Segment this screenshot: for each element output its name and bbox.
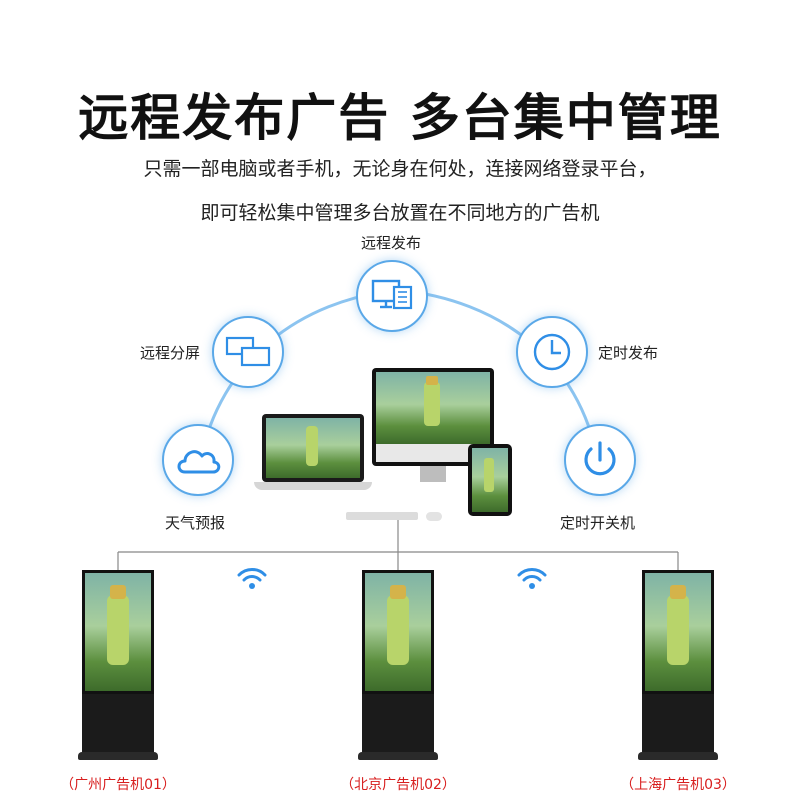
power-icon <box>584 441 616 476</box>
kiosk-machine-1 <box>78 570 158 762</box>
laptop-base <box>254 482 372 490</box>
feature-label-remote-split: 远程分屏 <box>140 344 201 362</box>
feature-label-scheduled-power: 定时开关机 <box>560 514 636 532</box>
desktop-monitor <box>372 368 494 466</box>
tablet <box>468 444 512 516</box>
feature-scheduled-power <box>564 424 636 496</box>
keyboard <box>346 512 418 520</box>
wifi-icon <box>237 568 267 589</box>
subtitle-line-1: 只需一部电脑或者手机，无论身在何处，连接网络登录平台， <box>143 158 657 180</box>
feature-weather-forecast <box>162 424 234 496</box>
laptop <box>262 414 364 482</box>
feature-scheduled-publish <box>516 316 588 388</box>
wifi-icon <box>517 568 547 589</box>
feature-label-remote-publish: 远程发布 <box>361 234 422 252</box>
feature-label-scheduled-publish: 定时发布 <box>598 344 659 362</box>
kiosk-machine-3 <box>638 570 718 762</box>
machine-label-2: （北京广告机02） <box>340 777 456 793</box>
mouse <box>426 512 442 521</box>
cloud-icon <box>177 450 221 474</box>
feature-label-weather: 天气预报 <box>165 514 226 532</box>
monitor-document-icon <box>371 279 413 310</box>
subtitle-line-2: 即可轻松集中管理多台放置在不同地方的广告机 <box>200 202 600 224</box>
feature-remote-split-screen <box>212 316 284 388</box>
split-screen-icon <box>225 336 271 367</box>
feature-remote-publish <box>356 260 428 332</box>
machine-label-3: （上海广告机03） <box>620 777 736 793</box>
monitor-stand <box>420 466 446 482</box>
device-group <box>254 368 522 528</box>
clock-icon <box>533 333 571 371</box>
machine-label-1: （广州广告机01） <box>60 777 176 793</box>
page-title: 远程发布广告 多台集中管理 <box>78 89 722 147</box>
kiosk-machine-2 <box>358 570 438 762</box>
